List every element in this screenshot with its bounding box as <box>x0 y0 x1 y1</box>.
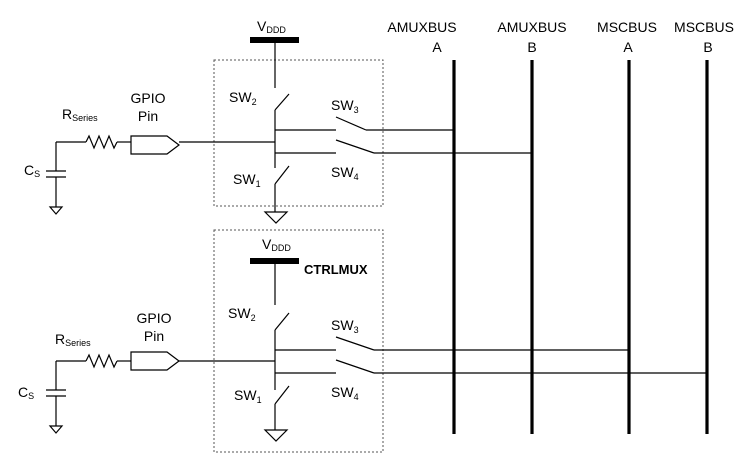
sw3-label: SW3 <box>331 97 359 115</box>
rseries-label: RSeries <box>55 331 91 348</box>
cap-ground-icon <box>48 425 64 434</box>
sw3-switch <box>335 116 367 131</box>
sw4-switch <box>335 139 375 154</box>
circuit-top: VDDD SW2 SW1 SW3 SW4 GPIO Pin RSeries <box>24 18 532 224</box>
gpio-pin-icon <box>130 351 180 371</box>
pin-label: Pin <box>138 108 158 124</box>
bus-labels: AMUXBUS A AMUXBUS B MSCBUS A MSCBUS B <box>387 19 734 55</box>
rseries-label: RSeries <box>62 106 98 123</box>
resistor-icon <box>85 134 118 150</box>
mscbus-b-sub: B <box>703 39 712 55</box>
ground-icon <box>263 211 289 224</box>
sw1-switch <box>274 385 290 405</box>
gpio-label: GPIO <box>130 90 165 106</box>
circuit-bottom: VDDD CTRLMUX SW2 SW1 SW3 SW4 GPIO Pin RS… <box>18 229 707 453</box>
amuxbus-a-label: AMUXBUS <box>387 19 456 35</box>
sw2-label: SW2 <box>229 89 257 107</box>
cap-ground-icon <box>48 206 64 215</box>
amuxbus-b-sub: B <box>527 39 536 55</box>
sw2-switch <box>274 312 290 331</box>
mscbus-b-label: MSCBUS <box>674 19 734 35</box>
pin-label: Pin <box>144 328 164 344</box>
sw2-label: SW2 <box>228 305 256 323</box>
ground-icon <box>263 429 289 442</box>
cs-label: CS <box>24 162 40 179</box>
gpio-label: GPIO <box>136 310 171 326</box>
ctrlmux-label: CTRLMUX <box>304 262 368 277</box>
vddd-label: VDDD <box>257 18 286 35</box>
sw2-switch <box>274 93 290 111</box>
sw3-switch <box>335 336 375 351</box>
mscbus-a-sub: A <box>623 39 633 55</box>
sw1-label: SW1 <box>234 387 262 405</box>
amuxbus-b-label: AMUXBUS <box>497 19 566 35</box>
sw1-switch <box>274 165 290 185</box>
sw3-label: SW3 <box>331 317 359 335</box>
amuxbus-a-sub: A <box>432 39 442 55</box>
vddd-label: VDDD <box>262 236 291 253</box>
resistor-icon <box>85 353 118 369</box>
sw4-label: SW4 <box>331 164 359 182</box>
sw1-label: SW1 <box>233 171 261 189</box>
switch-block-box <box>213 229 384 453</box>
gpio-pin-icon <box>130 135 180 155</box>
sw4-label: SW4 <box>331 384 359 402</box>
mscbus-a-label: MSCBUS <box>597 19 657 35</box>
sw4-switch <box>335 359 375 374</box>
cs-label: CS <box>18 384 34 401</box>
switch-block-box <box>213 59 384 207</box>
